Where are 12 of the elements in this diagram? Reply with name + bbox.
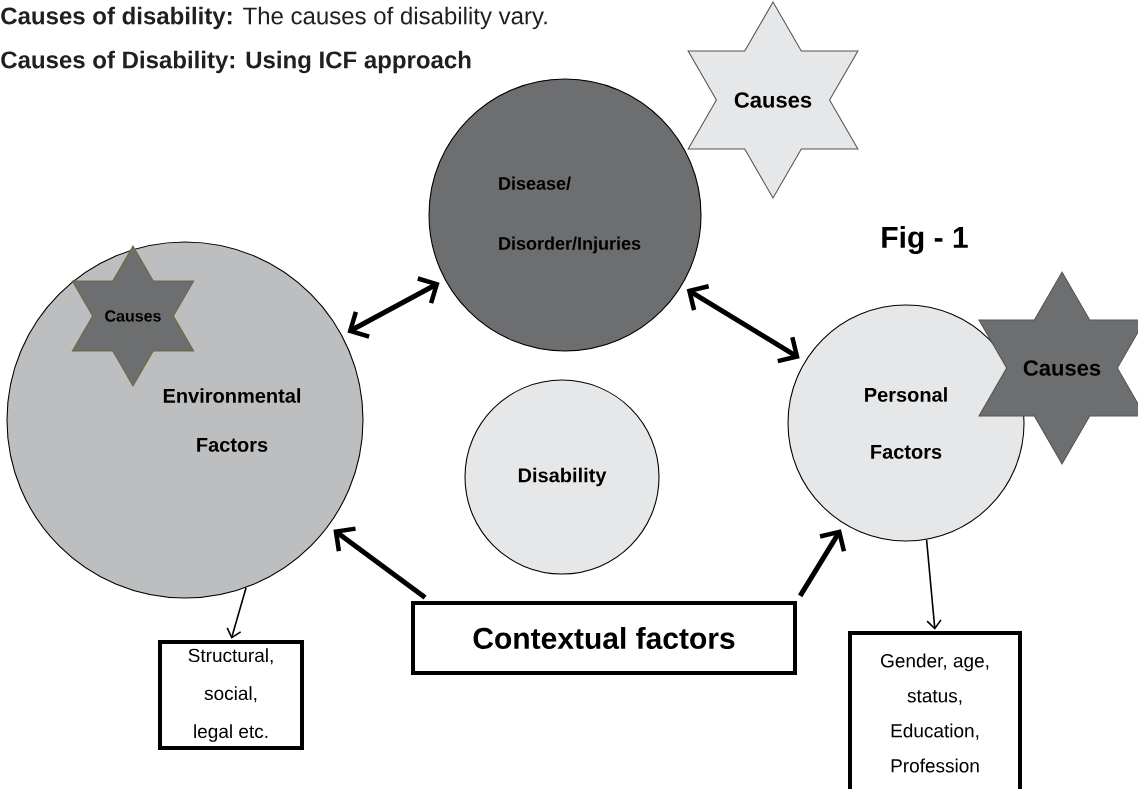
text-box: Contextual factors	[411, 601, 797, 675]
arrow	[333, 526, 427, 600]
text-box: Gender, age, status, Education, Profession	[848, 631, 1022, 789]
text-box: Structural, social, legal etc.	[158, 640, 304, 750]
arrow	[347, 276, 440, 339]
intro-text: Causes of disability: The causes of disability vary.	[1, 6, 547, 30]
figure-label: Fig - 1	[882, 225, 968, 255]
arrow	[226, 586, 247, 639]
heading: Causes of Disability: Using ICF approach	[1, 50, 471, 74]
arrow	[686, 284, 800, 364]
arrow	[925, 538, 942, 630]
arrow	[798, 529, 847, 598]
